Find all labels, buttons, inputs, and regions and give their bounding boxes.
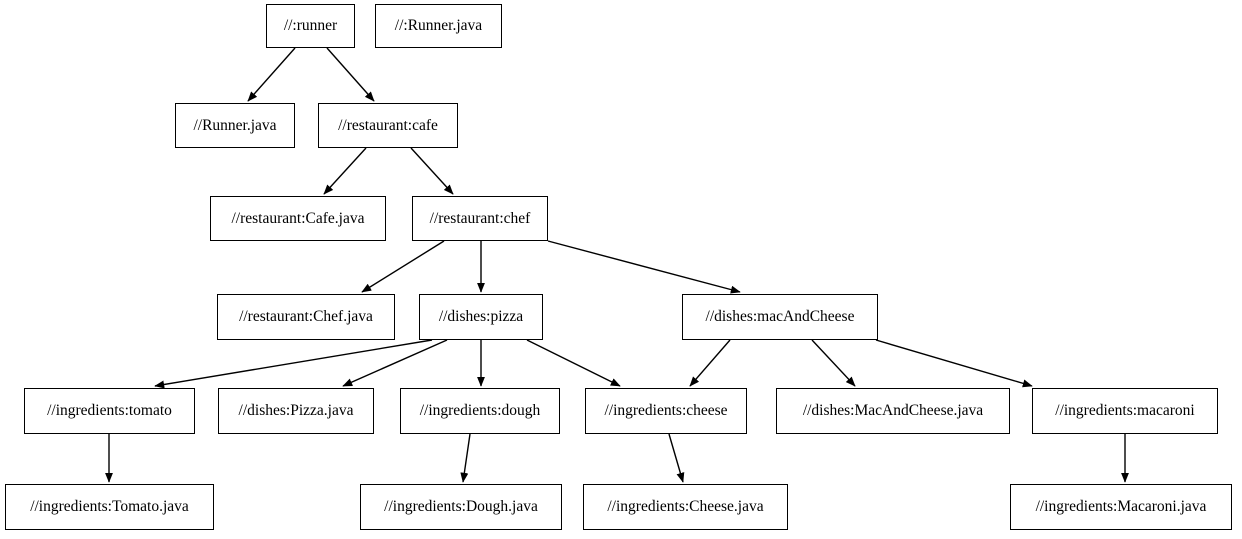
graph-node-ing_macaroni_java[interactable]: //ingredients:Macaroni.java [1010, 484, 1232, 530]
graph-node-label: //restaurant:cafe [338, 116, 438, 134]
graph-node-label: //ingredients:Macaroni.java [1035, 498, 1207, 516]
graph-node-label: //restaurant:Chef.java [239, 308, 373, 326]
graph-node-ing_tomato[interactable]: //ingredients:tomato [24, 388, 195, 434]
graph-node-label: //restaurant:chef [429, 209, 531, 227]
graph-edge-dishes_mac-to-ing_macaroni [875, 339, 1033, 388]
graph-node-label: //ingredients:Cheese.java [607, 498, 764, 516]
graph-node-label: //restaurant:Cafe.java [231, 209, 365, 227]
graph-edge-dishes_pizza-to-ing_cheese [526, 339, 621, 387]
graph-edges [105, 47, 1129, 483]
graph-node-label: //ingredients:tomato [47, 402, 172, 420]
graph-edge-restaurant_chef-to-restaurant_chef_java [361, 240, 445, 293]
graph-node-ing_cheese_java[interactable]: //ingredients:Cheese.java [583, 484, 788, 530]
graph-node-restaurant_chef_java[interactable]: //restaurant:Chef.java [217, 294, 395, 340]
graph-node-label: //dishes:pizza [438, 308, 524, 326]
graph-edge-dishes_pizza-to-ing_tomato [154, 339, 433, 389]
graph-node-dishes_pizza_java[interactable]: //dishes:Pizza.java [218, 388, 374, 434]
graph-node-label: //dishes:Pizza.java [238, 402, 354, 420]
graph-edge-ing_cheese-to-ing_cheese_java [668, 433, 685, 483]
graph-node-label: //dishes:macAndCheese [705, 308, 855, 326]
graph-node-ing_cheese[interactable]: //ingredients:cheese [585, 388, 747, 434]
graph-edge-dishes_mac-to-ing_cheese [689, 339, 731, 387]
graph-edge-restaurant_cafe-to-restaurant_cafe_java [323, 147, 367, 195]
graph-edge-dishes_mac-to-dishes_mac_java [811, 339, 856, 387]
graph-node-ing_tomato_java[interactable]: //ingredients:Tomato.java [5, 484, 214, 530]
graph-node-ing_dough[interactable]: //ingredients:dough [400, 388, 560, 434]
graph-node-label: //Runner.java [193, 116, 277, 134]
graph-node-label: //:runner [283, 17, 338, 35]
graph-node-runner_target[interactable]: //:runner [266, 4, 355, 48]
graph-node-runner_java[interactable]: //Runner.java [175, 103, 295, 148]
graph-node-dishes_pizza[interactable]: //dishes:pizza [419, 294, 543, 340]
graph-node-dishes_mac[interactable]: //dishes:macAndCheese [682, 294, 878, 340]
graph-edge-restaurant_chef-to-dishes_mac [547, 240, 741, 294]
graph-node-label: //ingredients:cheese [604, 402, 728, 420]
graph-node-runner_java_root[interactable]: //:Runner.java [375, 4, 502, 48]
graph-node-ing_macaroni[interactable]: //ingredients:macaroni [1032, 388, 1218, 434]
graph-edge-runner_target-to-runner_java [247, 47, 296, 102]
graph-node-label: //ingredients:macaroni [1055, 402, 1195, 420]
graph-edge-dishes_pizza-to-dishes_pizza_java [342, 339, 448, 387]
graph-node-label: //dishes:MacAndCheese.java [802, 402, 984, 420]
graph-edge-restaurant_cafe-to-restaurant_chef [410, 147, 454, 195]
graph-node-restaurant_cafe_java[interactable]: //restaurant:Cafe.java [210, 196, 386, 241]
graph-node-label: //ingredients:dough [419, 402, 541, 420]
graph-node-restaurant_cafe[interactable]: //restaurant:cafe [318, 103, 458, 148]
graph-node-restaurant_chef[interactable]: //restaurant:chef [412, 196, 548, 241]
graph-node-dishes_mac_java[interactable]: //dishes:MacAndCheese.java [776, 388, 1010, 434]
graph-node-ing_dough_java[interactable]: //ingredients:Dough.java [360, 484, 562, 530]
graph-node-label: //ingredients:Dough.java [384, 498, 538, 516]
graph-node-label: //:Runner.java [394, 17, 483, 35]
graph-edge-ing_dough-to-ing_dough_java [460, 433, 471, 483]
graph-edge-runner_target-to-restaurant_cafe [326, 47, 375, 102]
graph-node-label: //ingredients:Tomato.java [30, 498, 189, 516]
